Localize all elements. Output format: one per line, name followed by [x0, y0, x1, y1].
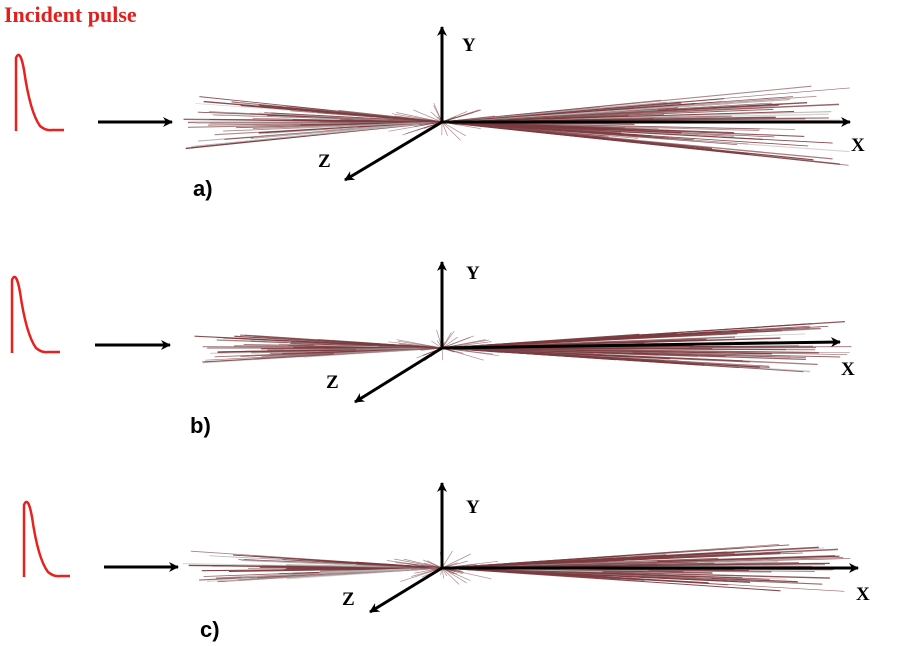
- ray-line: [441, 567, 492, 580]
- ray-line: [355, 347, 443, 351]
- incident-pulse-icon: [22, 500, 70, 578]
- ray-line: [441, 567, 729, 586]
- panel-b: Y X Z b): [10, 261, 855, 438]
- ray-line: [400, 567, 443, 582]
- y-axis-label: Y: [466, 497, 480, 518]
- ray-line: [430, 111, 443, 123]
- ray-line: [441, 102, 696, 123]
- ray-line: [397, 340, 443, 349]
- ray-line: [258, 104, 443, 123]
- ray-line: [441, 567, 445, 579]
- ray-line: [403, 558, 443, 569]
- ray-line: [441, 347, 444, 361]
- ray-line: [441, 553, 471, 569]
- scattered-rays: [183, 85, 850, 166]
- ray-line: [209, 119, 443, 123]
- x-axis-label: X: [851, 135, 865, 156]
- ray-line: [253, 336, 443, 349]
- ray-line: [441, 336, 458, 349]
- y-axis-label: Y: [466, 263, 480, 284]
- z-axis-label: Z: [318, 151, 331, 172]
- ray-line: [441, 347, 819, 354]
- panel-label: c): [200, 617, 220, 642]
- ray-line: [441, 551, 728, 569]
- y-axis-label: Y: [462, 35, 476, 56]
- ray-line: [441, 121, 466, 137]
- panel-c: Y X Z c): [22, 482, 870, 642]
- figure-title: Incident pulse: [4, 2, 137, 27]
- ray-line: [413, 109, 443, 123]
- z-axis-label: Z: [326, 372, 339, 393]
- ray-line: [396, 112, 443, 123]
- panel-label: b): [190, 413, 211, 438]
- z-axis: [344, 120, 443, 182]
- ray-line: [414, 567, 443, 574]
- ray-line: [441, 103, 783, 123]
- ray-line: [420, 567, 443, 570]
- incident-pulse-icon: [14, 53, 64, 132]
- ray-line: [418, 347, 443, 350]
- ray-line: [427, 560, 443, 569]
- ray-line: [441, 567, 471, 581]
- ray-line: [441, 347, 818, 366]
- ray-line: [414, 121, 443, 127]
- incident-pulse-icon: [10, 275, 60, 354]
- z-axis: [354, 346, 443, 404]
- ray-line: [441, 325, 829, 349]
- ray-line: [425, 119, 443, 123]
- ray-line: [386, 560, 443, 569]
- panel-a: Y X Z a): [14, 26, 865, 201]
- ray-line: [441, 109, 482, 123]
- ray-line: [441, 567, 460, 585]
- ray-line: [209, 121, 443, 124]
- ray-line: [441, 567, 467, 584]
- ray-line: [441, 330, 455, 349]
- ray-line: [441, 556, 844, 569]
- ray-line: [271, 112, 443, 123]
- ray-line: [216, 337, 443, 349]
- ray-line: [378, 346, 443, 349]
- x-axis: [441, 337, 841, 350]
- ray-line: [182, 563, 443, 569]
- ray-line: [441, 99, 662, 123]
- ray-line: [299, 121, 443, 129]
- z-axis: [369, 566, 443, 614]
- ray-line: [441, 121, 461, 141]
- panel-label: a): [193, 176, 213, 201]
- ray-line: [232, 554, 443, 569]
- ray-line: [191, 121, 443, 148]
- ray-line: [441, 121, 448, 136]
- ray-line: [441, 121, 833, 144]
- ray-line: [441, 347, 696, 365]
- ray-line: [441, 550, 453, 569]
- ray-line: [431, 340, 443, 349]
- x-axis-label: X: [856, 584, 870, 605]
- ray-line: [441, 335, 474, 349]
- x-axis-label: X: [841, 359, 855, 380]
- z-axis-label: Z: [342, 589, 355, 610]
